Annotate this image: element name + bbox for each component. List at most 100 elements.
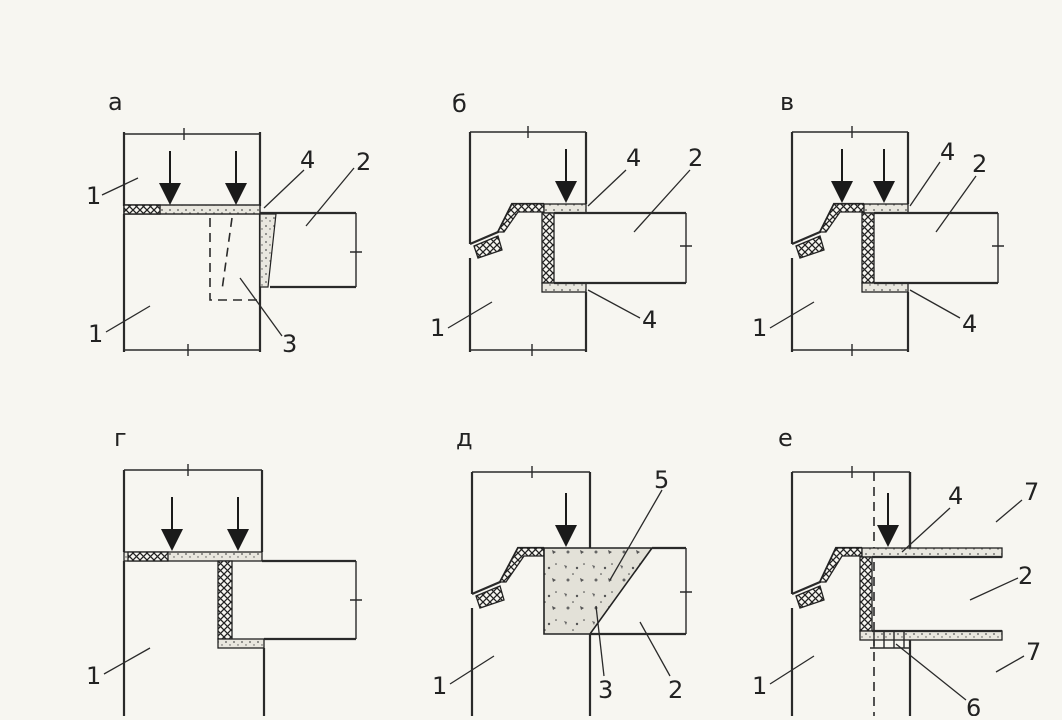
- panel-a-leader-2: [305, 167, 355, 227]
- panel-d-mortar-bottom: [217, 638, 265, 649]
- panel-e-lower-wall: [470, 608, 592, 716]
- panel-e-load-arrow: [554, 492, 578, 548]
- panel-c-slab-break: [992, 213, 1004, 283]
- panel-a-label-1-top: 1: [86, 182, 101, 210]
- panel-d-seal: [127, 551, 169, 562]
- panel-d-slab: [262, 559, 356, 641]
- panel-f-label-4: 4: [948, 482, 963, 510]
- panel-c-leader-2: [935, 175, 977, 233]
- panel-f-letter: е: [778, 424, 793, 452]
- panel-c-letter: в: [780, 88, 794, 116]
- panel-c-label-4-top: 4: [940, 138, 955, 166]
- panel-d-break-top: [124, 464, 262, 476]
- panel-d-leader-1: [103, 647, 151, 675]
- panel-b-mortar-bottom: [541, 282, 587, 293]
- panel-a-leader-3: [239, 277, 283, 337]
- panel-f-label-6: 6: [966, 694, 981, 716]
- panel-f-leader-7-bottom: [995, 655, 1025, 673]
- panel-d-load-arrow-1: [160, 496, 184, 552]
- panel-c-label-1: 1: [752, 314, 767, 342]
- panel-b-lower-seal: [473, 235, 503, 259]
- panel-e-leader-3: [595, 605, 605, 677]
- panel-b-label-2: 2: [688, 144, 703, 172]
- panel-b-label-1: 1: [430, 314, 445, 342]
- panel-b-label-4-top: 4: [626, 144, 641, 172]
- panel-e-label-5: 5: [654, 466, 669, 494]
- panel-e-leader-1: [449, 655, 495, 685]
- panel-a-break-top: [124, 128, 260, 140]
- panel-e-leader-5: [609, 489, 663, 581]
- panel-b-label-4-bottom: 4: [642, 306, 657, 334]
- panel-d-mortar-top: [123, 551, 263, 562]
- panel-c-label-4-bottom: 4: [962, 310, 977, 338]
- panel-e-corbel-seal: [498, 547, 545, 583]
- panel-b-upper-wall: [468, 132, 588, 244]
- panel-a-label-4: 4: [300, 146, 315, 174]
- panel-f-leader-1: [769, 655, 815, 685]
- panel-f-mortar-bottom: [859, 630, 1003, 641]
- panel-d-vertical-seal: [217, 560, 233, 640]
- panel-f-ties: [870, 631, 910, 649]
- panel-f-break-top: [792, 466, 910, 478]
- panel-e-slab: [590, 546, 686, 636]
- panel-b: б 1 2 4 4: [430, 90, 703, 356]
- panel-f-vertical-seal: [859, 556, 873, 632]
- panel-a-leader-4: [263, 169, 305, 209]
- panel-b-lower-wall: [468, 258, 588, 352]
- panel-f-corbel-seal: [818, 547, 863, 583]
- panel-b-load-arrow: [554, 148, 578, 204]
- panel-c-mortar-top: [863, 203, 909, 214]
- panel-b-leader-2: [633, 169, 691, 233]
- panel-e-slab-break: [680, 548, 692, 634]
- panel-e-label-3: 3: [598, 676, 613, 704]
- panel-d-slab-break: [350, 561, 362, 639]
- panel-f-label-7-top: 7: [1024, 478, 1039, 506]
- panel-e-upper-wall: [470, 472, 592, 594]
- panel-c: в 1 2 4 4: [752, 88, 1004, 356]
- panel-a: а 1 1 2 3 4: [86, 88, 371, 358]
- panel-a-grout: [259, 213, 277, 288]
- panel-f-leader-4: [901, 507, 951, 553]
- panel-d: г 1: [86, 424, 362, 716]
- panel-d-letter: г: [114, 424, 127, 452]
- panel-c-lower-seal: [795, 235, 825, 259]
- panel-f-label-7-bottom: 7: [1026, 638, 1041, 666]
- panel-a-lower-wall: [122, 214, 262, 352]
- panel-d-upper-wall: [122, 470, 264, 552]
- panel-a-seal: [123, 204, 161, 215]
- panel-c-corbel-seal: [818, 203, 865, 233]
- panel-e-lower-seal: [475, 585, 505, 609]
- panel-a-label-2: 2: [356, 148, 371, 176]
- panel-b-break-top: [470, 126, 586, 138]
- panel-b-corbel-seal: [496, 203, 545, 233]
- panel-c-leader-4-bottom: [909, 289, 961, 319]
- panel-a-leader-1-bottom: [105, 305, 151, 333]
- panel-a-upper-wall: [122, 132, 262, 206]
- panel-d-label-1: 1: [86, 662, 101, 690]
- panel-a-leader-1-top: [101, 177, 139, 196]
- panel-a-label-3: 3: [282, 330, 297, 358]
- panel-e-letter: д: [456, 424, 473, 452]
- panel-c-mortar-bottom: [861, 282, 909, 293]
- panel-a-letter: а: [108, 88, 123, 116]
- panel-b-vertical-seal: [541, 212, 555, 284]
- panel-e-break-top: [472, 466, 590, 478]
- panel-a-break-bottom: [124, 344, 260, 356]
- panel-f: е 1 2 4 6 7 7: [752, 424, 1041, 720]
- panel-e-label-2: 2: [668, 676, 683, 704]
- panel-b-break-bottom: [470, 344, 586, 356]
- panel-f-lower-wall: [790, 472, 912, 716]
- panel-c-label-2: 2: [972, 150, 987, 178]
- panel-c-vertical-seal: [861, 212, 875, 284]
- panel-f-mortar-top: [861, 547, 1003, 558]
- panel-c-upper-wall: [790, 132, 910, 244]
- panel-d-lower-wall: [122, 561, 266, 716]
- panel-b-leader-1: [447, 301, 493, 329]
- panel-f-lower-seal: [795, 585, 825, 609]
- panel-c-slab: [874, 211, 998, 285]
- panel-f-label-1: 1: [752, 672, 767, 700]
- panel-d-load-arrow-2: [226, 496, 250, 552]
- panel-c-load-arrow-1: [830, 148, 854, 204]
